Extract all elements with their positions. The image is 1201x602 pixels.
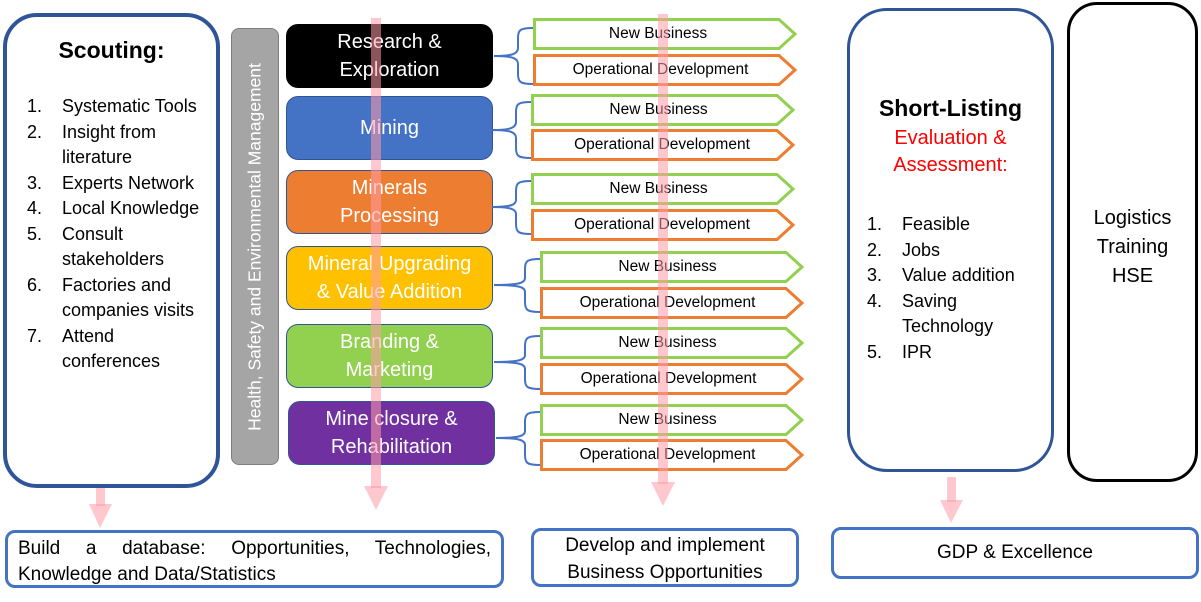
tag-label: Operational Development bbox=[572, 61, 749, 78]
list-item: 5. Consult stakeholders bbox=[27, 222, 217, 273]
stage-label-line1: Mining bbox=[360, 117, 419, 139]
scouting-title: Scouting: bbox=[58, 37, 165, 63]
item-text: Systematic Tools bbox=[62, 96, 197, 116]
tag-label: New Business bbox=[609, 180, 708, 197]
list-item: 2. Jobs bbox=[867, 238, 1052, 264]
tag-label: Operational Development bbox=[574, 216, 750, 233]
item-text: Value addition bbox=[902, 265, 1015, 285]
short-listing-panel: Short-Listing Evaluation & Assessment: 1… bbox=[847, 8, 1054, 472]
hse-management-bar: Health, Safety and Environmental Managem… bbox=[231, 28, 279, 465]
item-number: 3. bbox=[27, 172, 43, 193]
list-item: 4. Saving Technology bbox=[867, 289, 1052, 340]
stage-mining: Mining bbox=[286, 96, 493, 160]
stage-label-line1: Research & bbox=[337, 31, 442, 53]
hse-label: Health, Safety and Environmental Managem… bbox=[244, 62, 265, 431]
brace-icon bbox=[493, 258, 541, 313]
develop-box: Develop and implement Business Opportuni… bbox=[531, 528, 799, 587]
brace-icon bbox=[491, 101, 532, 159]
stage-branding-marketing: Branding & Marketing bbox=[286, 324, 493, 388]
stage-label-line1: Minerals bbox=[351, 177, 428, 199]
stage-label-line1: Mineral Upgrading bbox=[307, 253, 472, 275]
gdp-box: GDP & Excellence bbox=[831, 527, 1199, 579]
item-text: Jobs bbox=[902, 239, 941, 260]
brace-icon bbox=[491, 180, 532, 235]
stage-label-line2: Marketing bbox=[345, 359, 434, 381]
item-number: 5. bbox=[27, 223, 43, 244]
tag-label: Operational Development bbox=[579, 294, 756, 311]
develop-line1: Develop and implement bbox=[565, 535, 765, 556]
tag-label: New Business bbox=[609, 101, 708, 118]
list-item: 5. IPR bbox=[867, 340, 1052, 366]
tag-label: Operational Development bbox=[574, 136, 750, 153]
list-item: 4. Local Knowledge bbox=[27, 196, 217, 222]
develop-line2: Business Opportunities bbox=[567, 562, 763, 583]
down-arrow-icon bbox=[89, 488, 112, 528]
scouting-list: 1. Systematic Tools 2. Insight from litera… bbox=[27, 94, 217, 375]
list-item: 3. Value addition bbox=[867, 263, 1052, 289]
database-box: Build a database: Opportunities, Technol… bbox=[5, 530, 504, 588]
tag-label: New Business bbox=[618, 258, 717, 275]
subtitle-line1: Evaluation & bbox=[894, 127, 1007, 149]
item-number: 3. bbox=[867, 265, 883, 285]
list-item: 3. Experts Network bbox=[27, 171, 217, 197]
item-number: 2. bbox=[867, 239, 883, 260]
item-number: 6. bbox=[27, 274, 43, 295]
short-listing-subtitle: Evaluation & Assessment: bbox=[850, 125, 1051, 179]
item-number: 4. bbox=[867, 290, 883, 311]
support-logistics: Logistics bbox=[1093, 207, 1172, 229]
database-line2: Knowledge and Data/Statistics bbox=[18, 564, 276, 585]
item-text: Feasible bbox=[902, 214, 971, 234]
database-line1: Build a database: Opportunities, Technol… bbox=[18, 538, 491, 559]
down-arrow-icon bbox=[940, 477, 963, 523]
item-text: Local Knowledge bbox=[62, 198, 200, 218]
support-training: Training bbox=[1096, 236, 1169, 258]
short-listing-list: 1. Feasible 2. Jobs 3. Value addition 4. Sav… bbox=[867, 212, 1052, 365]
list-item: 1. Systematic Tools bbox=[27, 94, 217, 120]
subtitle-line2: Assessment: bbox=[893, 154, 1008, 176]
tag-label: New Business bbox=[618, 334, 717, 351]
item-number: 4. bbox=[27, 198, 43, 218]
list-item: 6. Factories and companies visits bbox=[27, 273, 217, 324]
support-text: Logistics Training HSE bbox=[1070, 204, 1195, 291]
tag-label: Operational Development bbox=[579, 446, 756, 463]
support-hse: HSE bbox=[1111, 265, 1154, 287]
stage-label-line2: & Value Addition bbox=[316, 281, 463, 303]
stage-label-line2: Processing bbox=[340, 205, 439, 227]
stage-label-line1: Branding & bbox=[340, 331, 439, 353]
tag-label: New Business bbox=[608, 25, 708, 42]
stage-mine-closure: Mine closure & Rehabilitation bbox=[288, 401, 495, 465]
stage-research-exploration: Research & Exploration bbox=[286, 24, 493, 88]
stage-label-line1: Mine closure & bbox=[325, 408, 458, 430]
item-number: 5. bbox=[867, 341, 883, 362]
list-item: 2. Insight from literature bbox=[27, 120, 217, 171]
brace-icon bbox=[495, 411, 541, 466]
item-text: Factories and companies visits bbox=[62, 274, 195, 321]
support-panel: Logistics Training HSE bbox=[1067, 2, 1198, 482]
item-text: Experts Network bbox=[62, 172, 195, 193]
scouting-panel: Scouting: 1. Systematic Tools 2. Insight f… bbox=[3, 13, 220, 488]
item-text: Attend conferences bbox=[62, 325, 161, 372]
item-number: 7. bbox=[27, 325, 43, 346]
gdp-label: GDP & Excellence bbox=[937, 542, 1093, 563]
list-item: 7. Attend conferences bbox=[27, 324, 217, 375]
item-text: IPR bbox=[902, 341, 933, 362]
item-text: Insight from literature bbox=[62, 121, 157, 168]
brace-icon bbox=[493, 335, 541, 390]
stage-label-line2: Rehabilitation bbox=[330, 436, 453, 458]
item-text: Consult stakeholders bbox=[62, 223, 165, 270]
stage-label-line2: Exploration bbox=[339, 59, 440, 81]
item-text: Saving Technology bbox=[902, 290, 994, 337]
stage-mineral-upgrading: Mineral Upgrading & Value Addition bbox=[286, 246, 493, 310]
item-number: 1. bbox=[867, 214, 883, 234]
list-item: 1. Feasible bbox=[867, 212, 1052, 238]
short-listing-title: Short-Listing bbox=[878, 95, 1023, 121]
brace-icon bbox=[493, 27, 534, 85]
tag-label: New Business bbox=[618, 411, 717, 428]
item-number: 1. bbox=[27, 96, 43, 116]
tag-label: Operational Development bbox=[580, 370, 757, 387]
item-number: 2. bbox=[27, 121, 43, 142]
